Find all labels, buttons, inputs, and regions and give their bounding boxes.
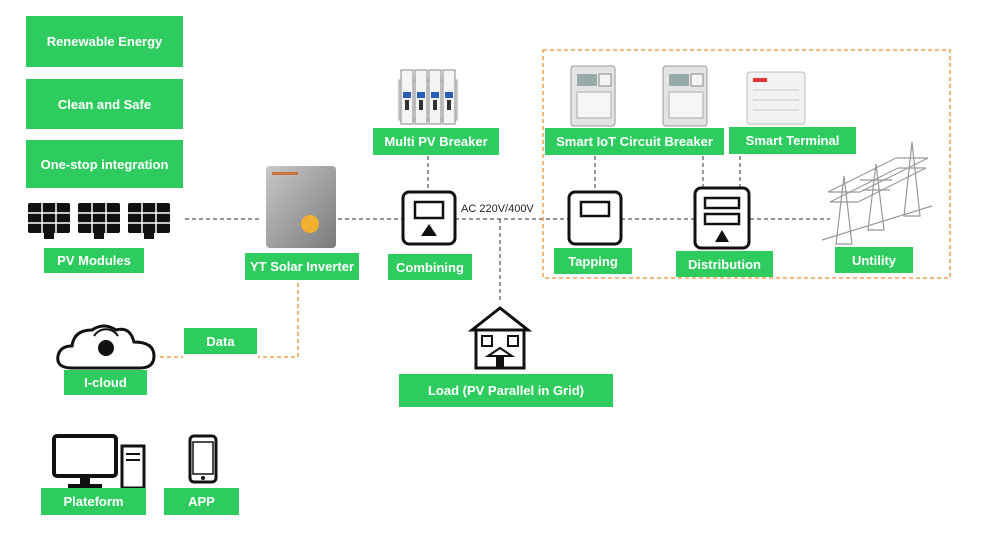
tapping-label: Tapping <box>554 248 632 274</box>
combining-label: Combining <box>388 254 472 280</box>
inverter-label: YT Solar Inverter <box>245 253 359 280</box>
desktop-icon <box>52 434 146 490</box>
house-icon <box>468 306 532 370</box>
tapping-box-icon <box>567 190 623 246</box>
data-label: Data <box>184 328 257 354</box>
smart-terminal-label: Smart Terminal <box>729 127 856 154</box>
plateform-label: Plateform <box>41 488 146 515</box>
ac-voltage-label: AC 220V/400V <box>461 203 534 215</box>
iot-breaker-icon <box>662 65 708 127</box>
distribution-label: Distribution <box>676 251 773 277</box>
smart-iot-breaker-label: Smart IoT Circuit Breaker <box>545 128 724 155</box>
pv-modules-label: PV Modules <box>44 248 144 273</box>
feature-clean-and-safe: Clean and Safe <box>26 79 183 129</box>
combiner-box-icon <box>401 190 457 246</box>
solar-panel-icon <box>28 203 170 239</box>
iot-breaker-icon <box>570 65 616 127</box>
app-label: APP <box>164 488 239 515</box>
feature-one-stop-integration: One-stop integration <box>26 140 183 188</box>
phone-icon <box>188 434 218 484</box>
smart-terminal-icon <box>746 71 806 125</box>
cloud-icon <box>56 324 156 370</box>
utility-label: Untility <box>835 247 913 273</box>
distribution-box-icon <box>693 186 751 250</box>
multi-pv-breaker-label: Multi PV Breaker <box>373 128 499 155</box>
inverter-data-line <box>258 283 299 358</box>
feature-renewable-energy: Renewable Energy <box>26 16 183 67</box>
inverter-icon <box>266 166 336 248</box>
smart-grid-boundary <box>542 49 951 279</box>
load-label: Load (PV Parallel in Grid) <box>399 374 613 407</box>
icloud-label: I-cloud <box>64 370 147 395</box>
power-tower-icon <box>821 141 933 245</box>
breaker-icon <box>398 69 458 125</box>
